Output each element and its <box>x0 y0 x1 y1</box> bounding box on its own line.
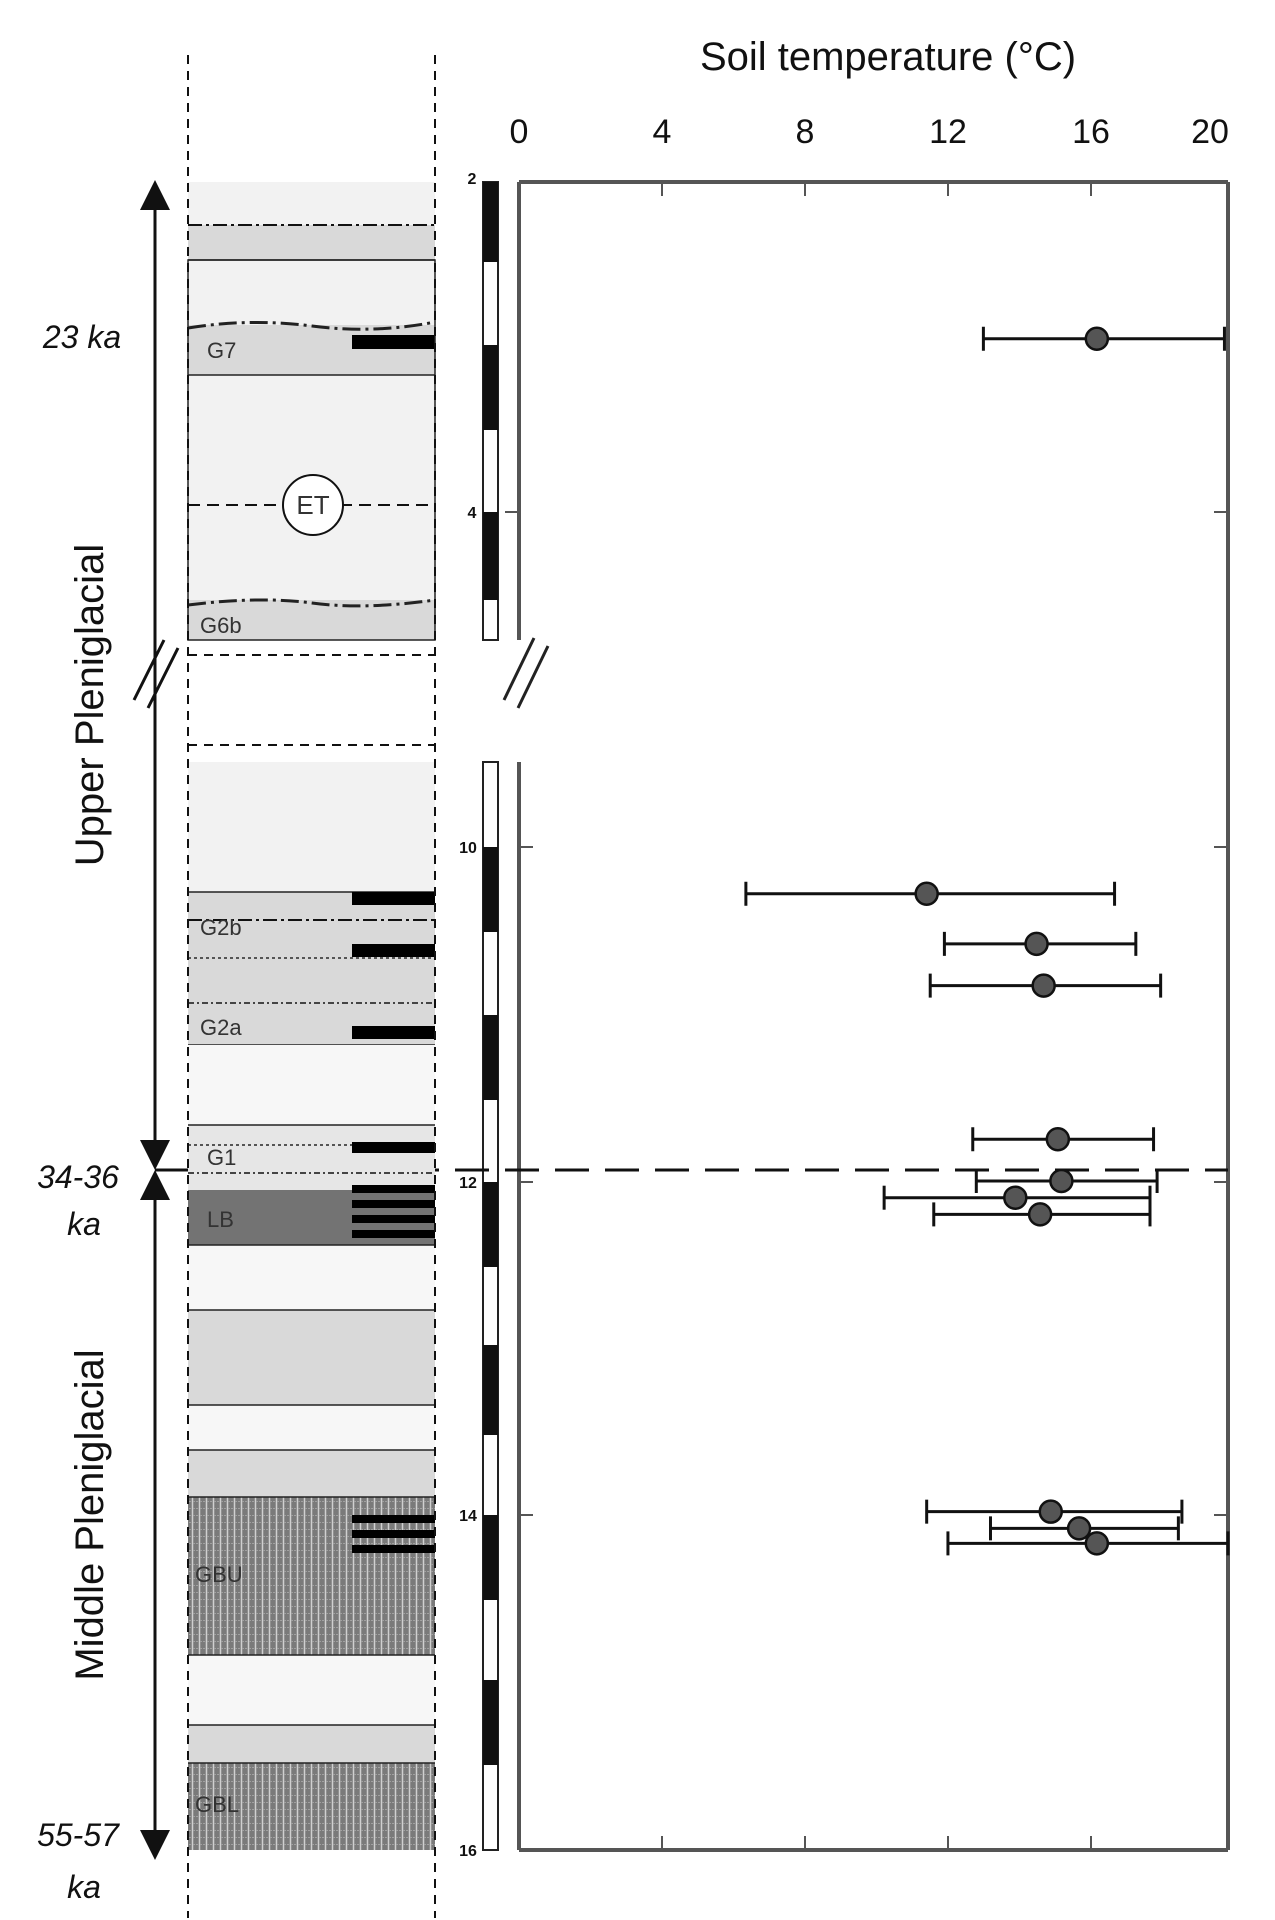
depth-label-5: 16 <box>459 1843 477 1860</box>
depth-label-2: 10 <box>459 840 477 857</box>
layer-label-et: ET <box>296 490 329 520</box>
age-label-34-36: 34-36 <box>37 1159 119 1195</box>
period-arrows <box>132 180 180 1860</box>
layer-label-gbl: GBL <box>195 1792 239 1817</box>
x-tick-label-1: 4 <box>653 113 672 151</box>
axis-break-marks <box>502 637 550 709</box>
layer-label-g2b: G2b <box>200 915 242 940</box>
x-tick-label-2: 8 <box>796 113 815 151</box>
period-label-middle: Middle Pleniglacial <box>68 1349 112 1680</box>
age-label-55-57: 55-57 <box>37 1817 120 1853</box>
x-tick-label-5: 20 <box>1191 113 1229 151</box>
data-marks <box>744 326 1230 1556</box>
layer-label-lb: LB <box>207 1207 234 1232</box>
depth-label-1: 4 <box>468 505 477 522</box>
x-axis-title: Soil temperature (°C) <box>700 35 1076 79</box>
data-point-9 <box>1066 1516 1092 1541</box>
x-tick-label-0: 0 <box>510 113 529 151</box>
data-point-7 <box>1027 1202 1053 1227</box>
depth-label-4: 14 <box>459 1508 477 1525</box>
x-tick-label-3: 12 <box>929 113 967 151</box>
age-labels: 23 ka 34-36 ka 55-57 ka <box>37 319 121 1905</box>
data-point-3 <box>1031 973 1056 998</box>
depth-label-3: 12 <box>459 1175 477 1192</box>
data-point-6 <box>1003 1185 1028 1210</box>
depth-ruler <box>482 181 499 1851</box>
layer-label-g1: G1 <box>207 1145 236 1170</box>
age-label-23ka: 23 ka <box>42 319 121 355</box>
depth-label-0: 2 <box>468 171 477 188</box>
stratigraphic-column <box>187 182 436 1850</box>
data-point-5 <box>1049 1168 1074 1194</box>
data-point-1 <box>914 881 939 907</box>
data-point-0 <box>1084 326 1110 351</box>
plot-frame <box>517 180 1230 1852</box>
x-tick-label-4: 16 <box>1072 113 1110 151</box>
x-ticks <box>505 182 1228 1850</box>
data-point-10 <box>1084 1531 1110 1556</box>
layer-label-gbu: GBU <box>195 1562 243 1587</box>
depth-tick-labels: 2 4 10 12 14 16 <box>459 171 477 1860</box>
layer-label-g6b: G6b <box>200 613 242 638</box>
column-dashed-borders <box>187 55 436 1918</box>
layer-label-g2a: G2a <box>200 1015 242 1040</box>
data-point-8 <box>1038 1499 1063 1524</box>
age-label-55-57-unit: ka <box>67 1869 101 1905</box>
data-point-4 <box>1045 1127 1071 1152</box>
layer-labels: G7 ET G6b G2b G2a G1 LB GBU GBL <box>195 338 330 1817</box>
age-label-34-36-unit: ka <box>67 1206 101 1242</box>
x-tick-labels: 0 4 8 12 16 20 <box>510 113 1229 151</box>
period-label-upper: Upper Pleniglacial <box>68 544 112 866</box>
data-point-2 <box>1024 931 1049 957</box>
layer-label-g7: G7 <box>207 338 236 363</box>
